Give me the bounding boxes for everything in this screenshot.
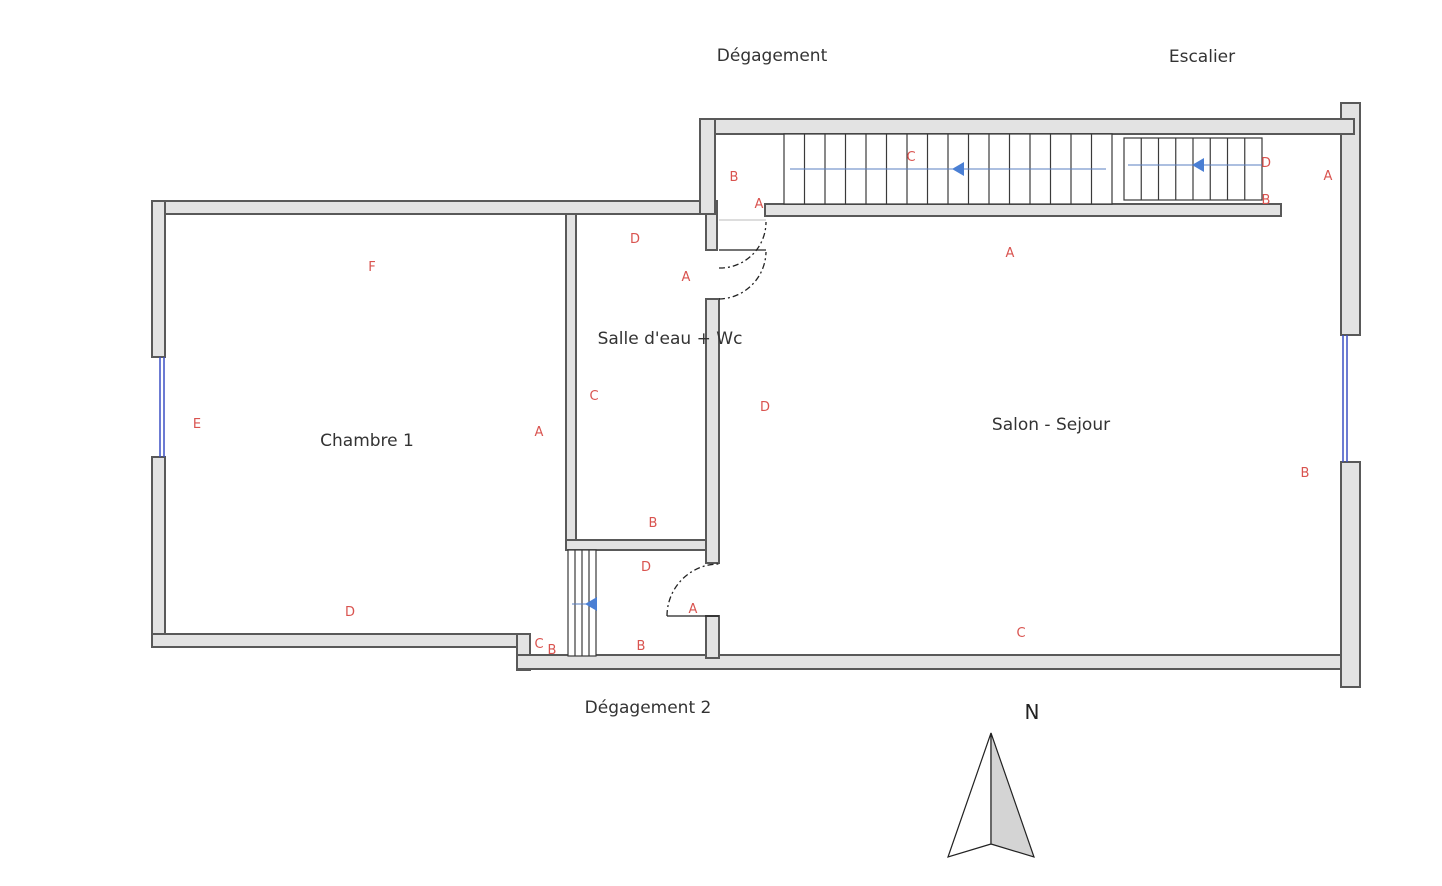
- room-label-degagement2: Dégagement 2: [585, 698, 712, 718]
- wall-partition-mid: [705, 298, 720, 564]
- wall-letter: A: [1324, 169, 1333, 184]
- wall-letter: B: [637, 639, 646, 654]
- wall-letter: A: [535, 425, 544, 440]
- wall-chambre-top: [151, 200, 718, 215]
- wall-letter: D: [641, 560, 651, 575]
- wall-letter: A: [1006, 246, 1015, 261]
- stair-main-arrow-icon: [952, 162, 964, 176]
- wall-letter: E: [193, 417, 201, 432]
- north-arrow: N: [947, 700, 1040, 858]
- wall-letter: B: [1262, 193, 1271, 208]
- stair-escalier-treads: [1140, 138, 1246, 200]
- wall-letter: A: [755, 197, 764, 212]
- wall-letter: B: [730, 170, 739, 185]
- room-label-salon: Salon - Sejour: [992, 415, 1110, 435]
- wall-degagement-left: [699, 118, 716, 215]
- wall-right-lower: [1340, 461, 1361, 688]
- door-salle-swing: [718, 251, 767, 300]
- wall-bottom: [516, 654, 1361, 670]
- room-label-degagement: Dégagement: [717, 46, 828, 66]
- wall-letters: B A C D B A D A C B F E A D A D B C D A …: [193, 150, 1333, 658]
- stair-escalier: [1123, 137, 1263, 201]
- wall-degagement-top: [699, 118, 1355, 135]
- stair-main: [783, 133, 1113, 205]
- wall-partition-top: [705, 213, 718, 251]
- wall-letter: B: [1301, 466, 1310, 481]
- wall-letter: C: [534, 637, 543, 652]
- wall-chambre-bottom: [151, 633, 531, 648]
- wall-letter: A: [682, 270, 691, 285]
- room-labels: Dégagement Escalier Salle d'eau + Wc Cha…: [320, 46, 1235, 718]
- wall-letter: D: [630, 232, 640, 247]
- room-label-escalier: Escalier: [1169, 47, 1235, 67]
- room-label-salle-eau: Salle d'eau + Wc: [598, 329, 743, 349]
- wall-letter: B: [649, 516, 658, 531]
- wall-letter: A: [689, 602, 698, 617]
- wall-letter: C: [906, 150, 915, 165]
- wall-letter: D: [760, 400, 770, 415]
- stair-deg2-arrow-icon: [585, 597, 597, 611]
- door-deg2-swing: [666, 563, 720, 617]
- wall-chambre-left-upper: [151, 200, 166, 358]
- windows: [159, 335, 1348, 462]
- doors: [666, 219, 767, 617]
- stair-escalier-arrow-icon: [1192, 158, 1204, 172]
- north-arrow-right-half-icon: [990, 732, 1035, 858]
- wall-letter: B: [548, 643, 557, 658]
- wall-salle-left: [565, 213, 577, 551]
- wall-letter: C: [1016, 626, 1025, 641]
- north-label: N: [1025, 700, 1040, 724]
- wall-stair-landing: [764, 203, 1282, 217]
- stair-degagement2: [567, 549, 597, 657]
- walls: [151, 102, 1361, 688]
- door-degagement-swing: [718, 221, 767, 269]
- wall-letter: C: [589, 389, 598, 404]
- room-label-chambre1: Chambre 1: [320, 431, 414, 451]
- wall-letter: D: [345, 605, 355, 620]
- wall-letter: D: [1261, 156, 1271, 171]
- wall-letter: F: [368, 260, 375, 275]
- wall-partition-bottom: [705, 615, 720, 659]
- wall-salle-bottom: [565, 539, 718, 551]
- north-arrow-left-half-icon: [947, 732, 992, 858]
- wall-chambre-left-lower: [151, 456, 166, 648]
- wall-right-upper: [1340, 102, 1361, 336]
